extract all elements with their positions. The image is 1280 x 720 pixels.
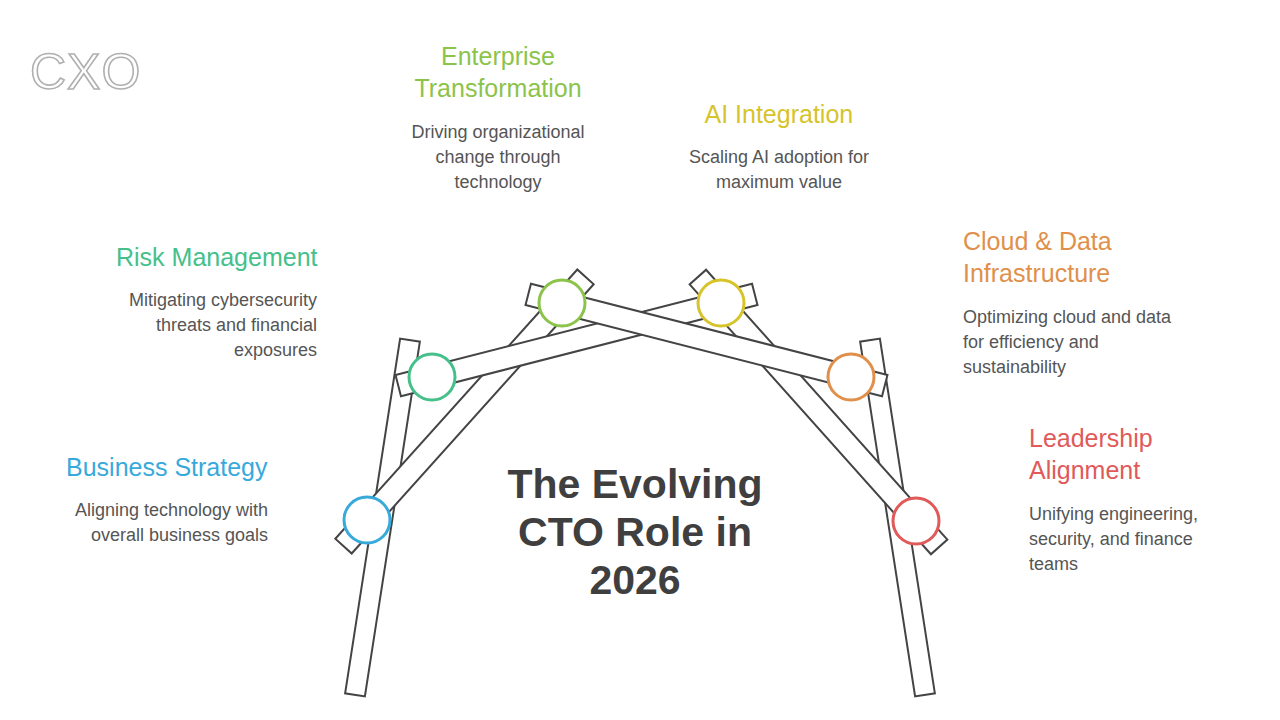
node-heading: Risk Management bbox=[116, 241, 317, 273]
node-circle-shape bbox=[342, 495, 392, 545]
milestone-node: Leadership AlignmentUnifying engineering… bbox=[891, 496, 941, 546]
node-description: Unifying engineering, security, and fina… bbox=[1029, 502, 1234, 577]
node-circle bbox=[539, 280, 585, 326]
node-circle bbox=[893, 498, 939, 544]
node-circle-shape bbox=[407, 352, 457, 402]
node-heading: Leadership Alignment bbox=[1029, 422, 1189, 486]
node-heading: Enterprise Transformation bbox=[396, 40, 601, 104]
milestone-node: Business StrategyAligning technology wit… bbox=[342, 495, 392, 545]
milestone-node: Risk ManagementMitigating cybersecurity … bbox=[407, 352, 457, 402]
node-heading: AI Integration bbox=[705, 98, 854, 130]
node-circle bbox=[698, 280, 744, 326]
node-circle bbox=[344, 497, 390, 543]
node-description: Mitigating cybersecurity threats and fin… bbox=[85, 288, 317, 363]
milestone-node: AI IntegrationScaling AI adoption for ma… bbox=[696, 278, 746, 328]
logo-watermark: CXO bbox=[30, 44, 141, 100]
diagram-title: The Evolving CTO Role in 2026 bbox=[500, 460, 770, 604]
node-circle-shape bbox=[891, 496, 941, 546]
node-heading: Business Strategy bbox=[66, 451, 268, 483]
node-description: Driving organizational change through te… bbox=[392, 120, 604, 195]
node-description: Optimizing cloud and data for efficiency… bbox=[963, 305, 1177, 380]
node-circle bbox=[409, 354, 455, 400]
node-circle-shape bbox=[826, 352, 876, 402]
node-heading: Cloud & Data Infrastructure bbox=[963, 225, 1148, 289]
node-circle bbox=[828, 354, 874, 400]
milestone-node: Cloud & Data InfrastructureOptimizing cl… bbox=[826, 352, 876, 402]
node-circle-shape bbox=[696, 278, 746, 328]
node-circle-shape bbox=[537, 278, 587, 328]
node-description: Aligning technology with overall busines… bbox=[28, 498, 268, 548]
milestone-node: Enterprise TransformationDriving organiz… bbox=[537, 278, 587, 328]
node-description: Scaling AI adoption for maximum value bbox=[669, 145, 889, 195]
